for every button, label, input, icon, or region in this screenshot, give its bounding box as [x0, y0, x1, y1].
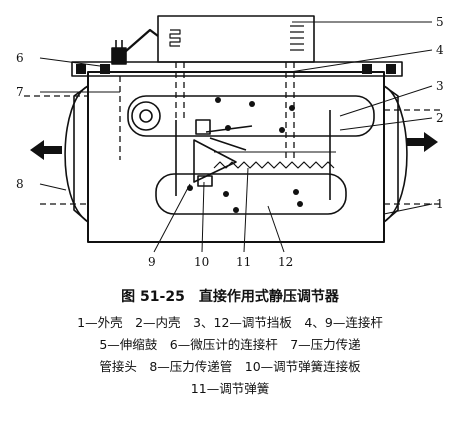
regulator-diagram: 6 7 8 5 4 3 2 1 9 10 11 12: [16, 15, 444, 269]
bellows-box: [157, 15, 315, 63]
figure-number: 图 51-25: [121, 289, 185, 305]
callout-12: 12: [278, 255, 293, 269]
callout-10: 10: [194, 255, 209, 269]
upper-adjust-plate: [127, 95, 375, 137]
figure-caption: 图 51-25 直接作用式静压调节器: [0, 286, 460, 306]
callout-9: 9: [148, 255, 156, 269]
spring-connecting-plate: [193, 139, 237, 183]
callout-11: 11: [236, 255, 251, 269]
micro-manometer-link: [117, 28, 159, 59]
callout-2: 2: [436, 111, 444, 125]
legend-line: 1—外壳 2—内壳 3、12—调节挡板 4、9—连接杆: [77, 315, 383, 330]
left-flow-arrow: [30, 140, 62, 160]
right-flow-arrow: [406, 132, 438, 152]
callout-3: 3: [436, 79, 444, 93]
callout-7: 7: [16, 85, 24, 99]
legend-line: 5—伸缩鼓 6—微压计的连接杆 7—压力传递: [99, 337, 361, 352]
lower-adjust-plate: [155, 173, 347, 215]
callout-8: 8: [16, 177, 24, 191]
callout-6: 6: [16, 51, 24, 65]
adjusting-spring: [213, 161, 335, 169]
callout-4: 4: [436, 43, 444, 57]
right-flange-ring: [383, 85, 408, 223]
inner-shell: [175, 110, 331, 200]
left-flange-ring: [64, 85, 89, 223]
outer-housing: [87, 71, 385, 243]
callout-1: 1: [436, 197, 444, 211]
legend-line: 管接头 8—压力传递管 10—调节弹簧连接板: [99, 359, 361, 374]
figure-title: 直接作用式静压调节器: [198, 289, 339, 305]
legend-line: 11—调节弹簧: [190, 381, 270, 396]
callout-5: 5: [436, 15, 444, 29]
